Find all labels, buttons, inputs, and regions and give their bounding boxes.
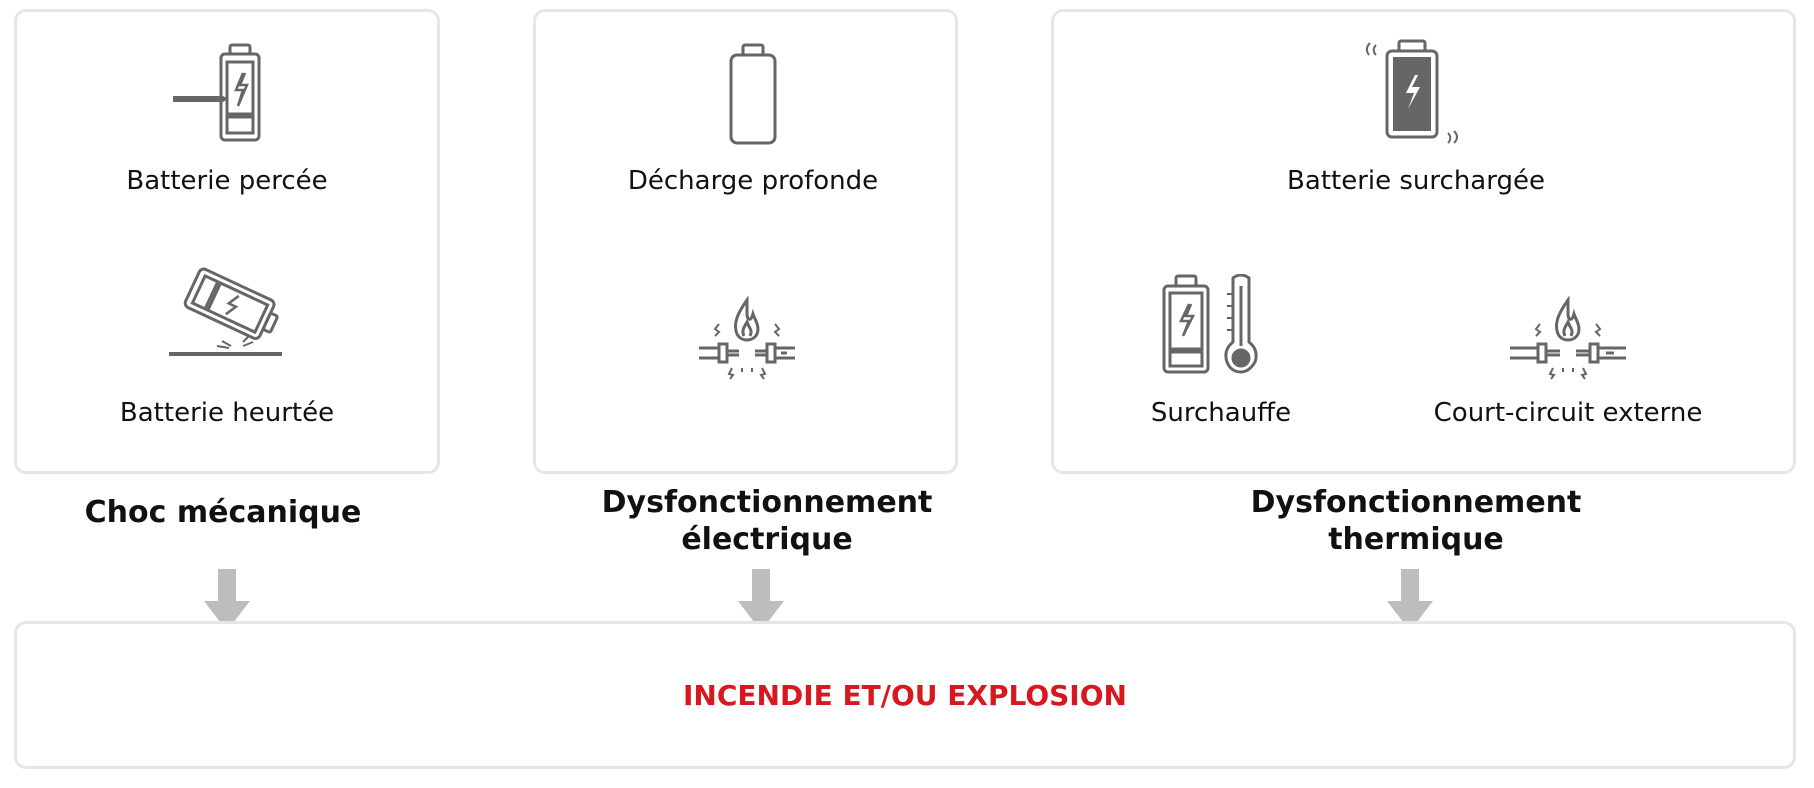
overcharged-battery-icon bbox=[1362, 37, 1462, 149]
item-label: Décharge profonde bbox=[627, 166, 879, 196]
short-circuit-icon bbox=[1508, 296, 1628, 380]
category-title-line: Dysfonctionnement bbox=[601, 485, 933, 520]
empty-battery-icon bbox=[728, 43, 778, 147]
battery-thermometer-icon bbox=[1161, 274, 1281, 374]
category-title-thermal: Dysfonctionnement thermique bbox=[1251, 484, 1582, 558]
result-label: INCENDIE ET/OU EXPLOSION bbox=[683, 678, 1127, 712]
arrow-down-icon bbox=[1387, 569, 1433, 631]
item-label: Batterie percée bbox=[126, 166, 328, 196]
arrow-down-icon bbox=[204, 569, 250, 631]
category-title-line: Dysfonctionnement bbox=[1250, 485, 1582, 520]
arrow-down-icon bbox=[738, 569, 784, 631]
dropped-battery-icon bbox=[167, 262, 287, 362]
category-title-electrical: Dysfonctionnement électrique bbox=[602, 484, 933, 558]
category-title-mechanical: Choc mécanique bbox=[84, 495, 362, 530]
category-title-line: thermique bbox=[1328, 522, 1504, 557]
item-label: Surchauffe bbox=[1150, 398, 1292, 428]
punctured-battery-icon bbox=[173, 43, 283, 143]
result-box: INCENDIE ET/OU EXPLOSION bbox=[14, 621, 1796, 769]
box-electrical-malfunction bbox=[533, 9, 958, 474]
short-circuit-icon bbox=[697, 296, 797, 380]
item-label: Batterie heurtée bbox=[119, 398, 335, 428]
item-label: Court-circuit externe bbox=[1433, 398, 1703, 428]
item-label: Batterie surchargée bbox=[1287, 166, 1545, 196]
category-title-line: électrique bbox=[681, 522, 853, 557]
